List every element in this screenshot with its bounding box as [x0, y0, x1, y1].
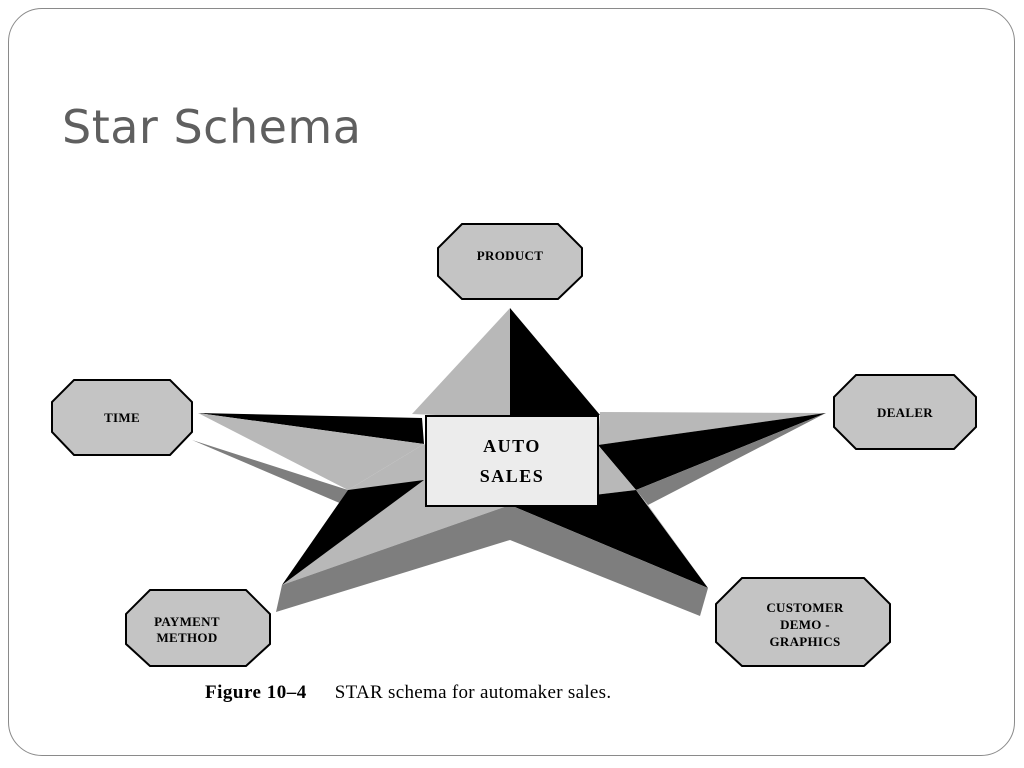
- star-right-lower-facet: [598, 413, 826, 490]
- dimension-payment-method: PAYMENT METHOD: [125, 589, 271, 667]
- dimension-product: PRODUCT: [437, 223, 583, 300]
- dimension-customer-label-line-3: GRAPHICS: [769, 634, 840, 649]
- star-body: [192, 308, 826, 616]
- star-right-shadow-facet: [636, 413, 826, 505]
- star-left-middle-facet: [198, 413, 424, 490]
- dimension-dealer-label: DEALER: [877, 405, 933, 420]
- dimension-product-label: PRODUCT: [477, 248, 543, 263]
- figure-caption: Figure 10–4 STAR schema for automaker sal…: [205, 682, 611, 704]
- fact-table-auto-sales: AUTO SALES: [425, 415, 599, 507]
- star-bottom-right-light-facet: [636, 490, 708, 588]
- fact-table-label-line-2: SALES: [480, 466, 545, 486]
- star-right-upper-facet: [598, 412, 826, 445]
- dimension-customer-demographics: CUSTOMER DEMO - GRAPHICS: [715, 577, 891, 667]
- figure-caption-text: STAR schema for automaker sales.: [334, 682, 612, 703]
- dimension-customer-label-line-1: CUSTOMER: [766, 600, 844, 615]
- figure-caption-label: Figure 10–4: [205, 682, 307, 703]
- star-left-shadow-facet: [192, 440, 356, 510]
- star-top-left-facet: [412, 308, 510, 418]
- star-bottom-right-dark-facet: [510, 490, 708, 588]
- star-top-right-facet: [510, 308, 600, 418]
- dimension-payment-method-label-line-2: METHOD: [156, 630, 217, 645]
- fact-table-label-line-1: AUTO: [483, 436, 541, 456]
- dimension-time-label: TIME: [104, 410, 140, 425]
- star-bottom-left-shadow-facet: [276, 505, 510, 612]
- star-bottom-left-dark-facet: [282, 480, 424, 585]
- dimension-customer-label-line-2: DEMO -: [780, 617, 830, 632]
- slide-title: Star Schema: [62, 100, 362, 154]
- dimension-payment-method-label-line-1: PAYMENT: [154, 614, 220, 629]
- dimension-time: TIME: [51, 379, 193, 456]
- dimension-dealer: DEALER: [833, 374, 977, 450]
- star-bottom-right-shadow-facet: [510, 505, 708, 616]
